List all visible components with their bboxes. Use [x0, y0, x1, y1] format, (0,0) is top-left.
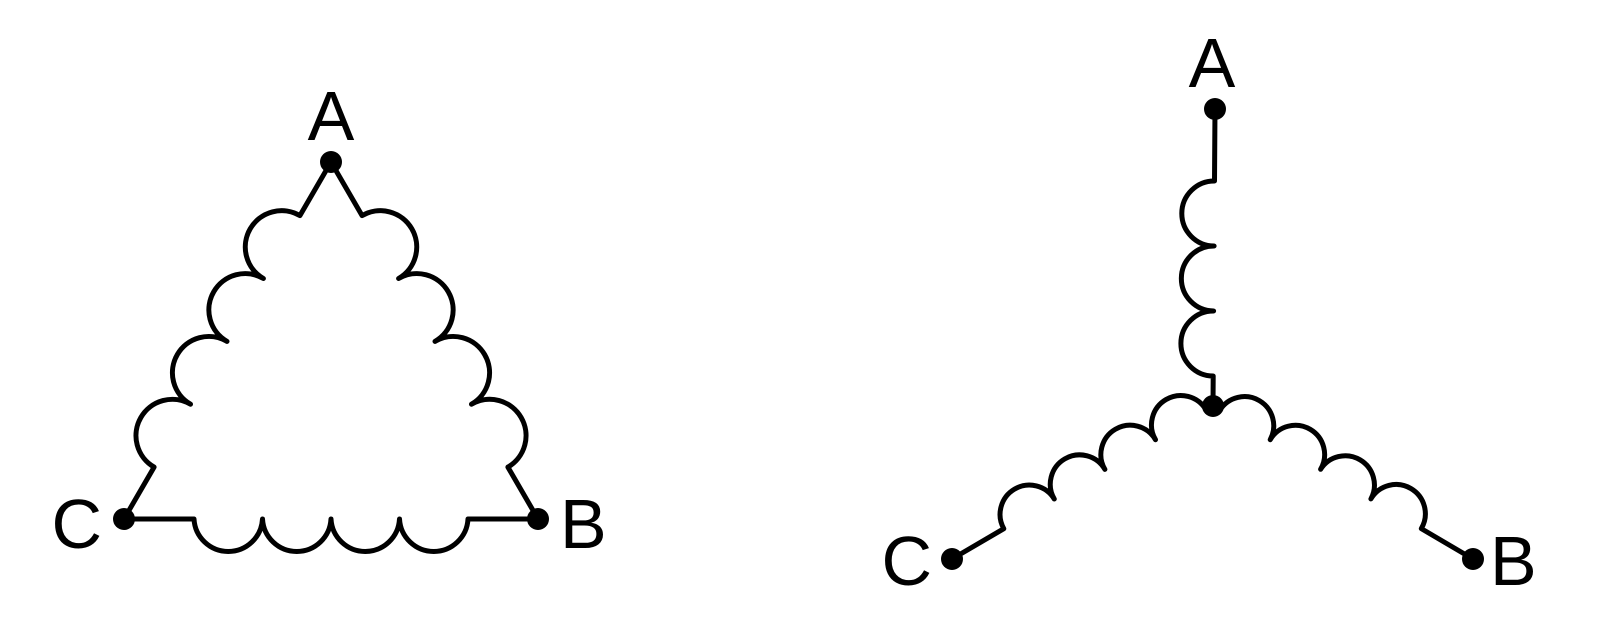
wye-coil-a	[1178, 106, 1218, 409]
wye-connection: A B C	[881, 24, 1536, 600]
delta-coil-ab	[328, 159, 541, 522]
wye-neutral-point	[1202, 395, 1224, 417]
delta-coil-ac	[121, 159, 334, 522]
delta-label-c: C	[51, 485, 102, 563]
wye-coil-c	[949, 393, 1216, 562]
wye-coil-b	[1210, 394, 1476, 562]
delta-label-a: A	[308, 77, 355, 155]
wye-label-a: A	[1189, 24, 1236, 102]
delta-label-b: B	[560, 485, 607, 563]
wye-coil-c-winding	[949, 393, 1216, 562]
wye-terminal-a	[1204, 98, 1226, 120]
wye-terminal-c	[941, 548, 963, 570]
delta-terminal-a	[320, 151, 342, 173]
delta-coil-ac-winding	[121, 159, 334, 522]
wye-coil-a-winding	[1178, 106, 1218, 409]
wye-terminal-b	[1462, 548, 1484, 570]
delta-coil-ab-winding	[328, 159, 541, 522]
delta-connection: A B C	[51, 77, 606, 563]
delta-terminal-c	[113, 508, 135, 530]
wye-label-c: C	[881, 522, 932, 600]
delta-coil-cb-winding	[121, 516, 541, 554]
wye-coil-b-winding	[1210, 394, 1476, 562]
delta-coil-cb	[121, 516, 541, 554]
wye-label-b: B	[1490, 522, 1537, 600]
delta-terminal-b	[527, 508, 549, 530]
